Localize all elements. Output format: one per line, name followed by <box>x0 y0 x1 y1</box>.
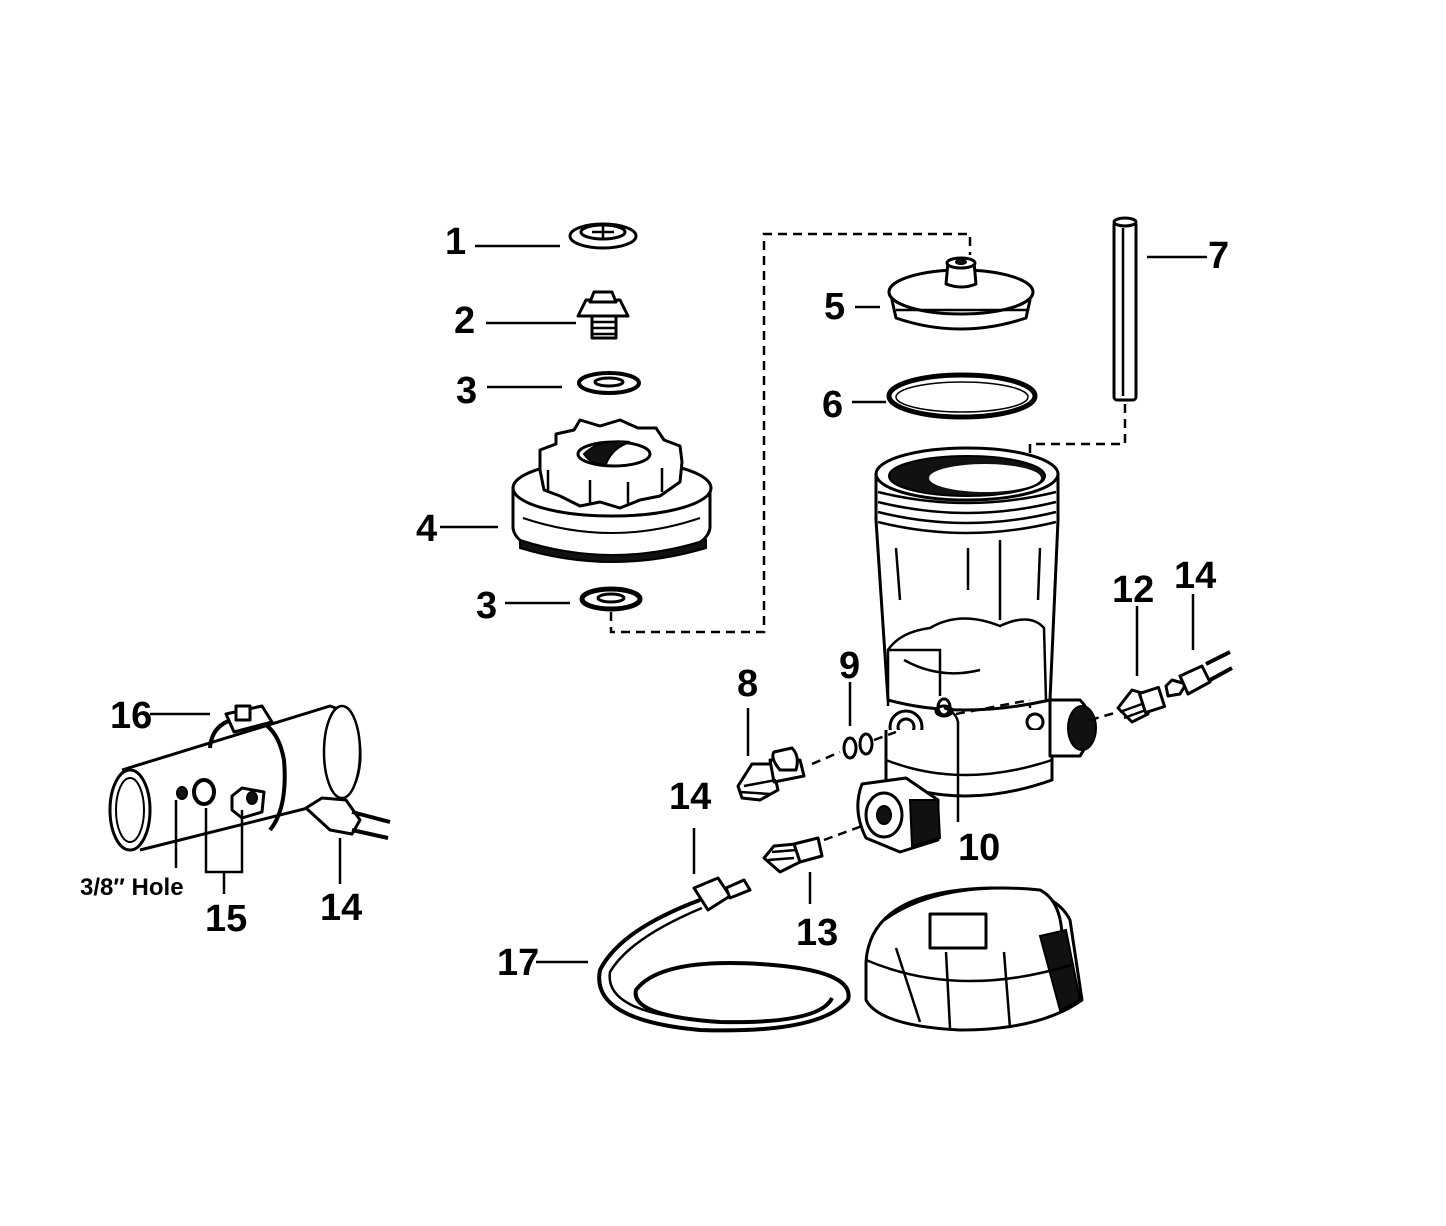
label-8: 8 <box>737 663 758 705</box>
leader-9-bracket <box>886 648 942 706</box>
part-labels: 1 2 3 4 3 5 6 7 8 9 10 12 14 14 13 17 16… <box>80 221 1229 984</box>
part-4-lid <box>511 418 713 563</box>
label-16: 16 <box>110 695 152 737</box>
assembly-line-cap <box>609 232 972 634</box>
label-hole: 3/8″ Hole <box>80 874 184 901</box>
label-10: 10 <box>958 827 1000 869</box>
part-2-bolt <box>576 290 630 340</box>
part-8-check-valve <box>736 746 806 802</box>
label-14-center: 14 <box>669 776 711 818</box>
part-3-washer-lower <box>579 586 643 612</box>
label-7: 7 <box>1208 235 1229 277</box>
assembly-line-8 <box>811 750 841 766</box>
part-17-tubing <box>597 898 851 1033</box>
part-5-lid <box>887 256 1035 331</box>
label-1: 1 <box>445 221 466 263</box>
assembly-line-12 <box>1089 710 1119 722</box>
part-7-tube <box>1112 216 1138 402</box>
label-13: 13 <box>796 912 838 954</box>
part-6-oring <box>886 372 1038 420</box>
label-4: 4 <box>416 508 437 550</box>
assembly-line-10 <box>955 698 1031 716</box>
label-2: 2 <box>454 300 475 342</box>
part-14-fitting-center <box>692 876 752 912</box>
label-15: 15 <box>205 898 247 940</box>
pipe-assembly <box>108 704 362 852</box>
label-3-upper: 3 <box>456 370 477 412</box>
part-12-fitting <box>1116 685 1167 724</box>
label-9: 9 <box>839 645 860 687</box>
label-14-left: 14 <box>320 887 362 929</box>
label-12: 12 <box>1112 569 1154 611</box>
label-5: 5 <box>824 286 845 328</box>
label-6: 6 <box>822 384 843 426</box>
part-1-cap <box>568 222 638 250</box>
part-14-tubing-right <box>1164 650 1233 698</box>
label-17: 17 <box>497 942 539 984</box>
leader-10 <box>943 706 960 822</box>
part-9-orings <box>842 732 874 760</box>
assembly-line-13 <box>823 824 863 842</box>
part-14-tubing-left <box>304 796 391 840</box>
assembly-line-9 <box>873 730 897 742</box>
part-13-fitting <box>762 836 824 874</box>
label-3-lower: 3 <box>476 585 497 627</box>
part-3-washer-upper <box>577 371 641 395</box>
feeder-base <box>864 886 1084 1032</box>
feeder-body <box>856 446 1097 854</box>
label-14-right: 14 <box>1174 555 1216 597</box>
part-10-oring <box>936 697 952 717</box>
